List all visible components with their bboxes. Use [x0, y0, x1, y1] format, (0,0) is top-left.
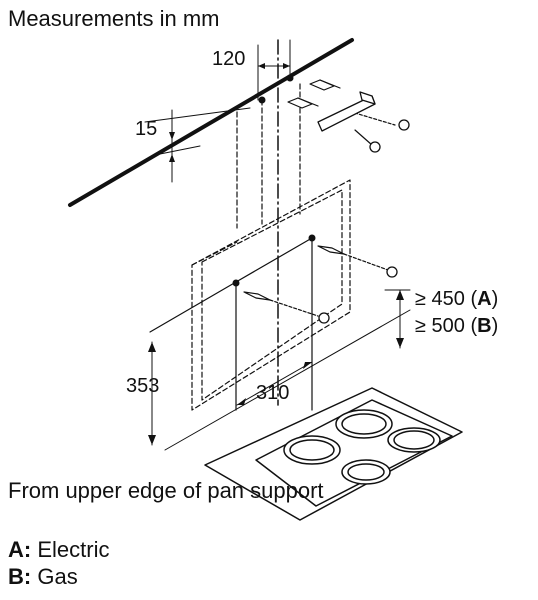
- dim-310-arrow: [237, 398, 246, 405]
- chimney-outline: [236, 83, 301, 229]
- dim-310-line: [236, 361, 313, 406]
- mount-point: [258, 96, 266, 104]
- cooktop: [204, 387, 463, 521]
- dim-15-arrow: [169, 132, 175, 140]
- hood-outline: [191, 179, 351, 411]
- legend-label: Gas: [37, 564, 78, 589]
- dim-electric-prefix: ≥ 450 (: [415, 288, 478, 310]
- lower-screw-heads: [318, 266, 398, 324]
- dim-120-arrow: [283, 63, 290, 69]
- mount-point: [308, 234, 316, 242]
- dim-353-arrow: [148, 342, 156, 352]
- dim-15-ext-top: [144, 107, 251, 123]
- legend-item: B: Gas: [8, 564, 78, 590]
- mount-point: [286, 74, 294, 82]
- diagram-title: Measurements in mm: [8, 6, 220, 31]
- dim-min-height-arrow: [396, 290, 404, 300]
- dim-15-ext-bottom: [159, 145, 201, 155]
- legend-label: Electric: [37, 537, 110, 562]
- dim-gas-label: ≥ 500 (B): [415, 315, 498, 338]
- legend-key: B:: [8, 564, 32, 589]
- top-bracket: [317, 91, 376, 132]
- ceiling-edge-line: [68, 38, 354, 207]
- mounting-marks: [149, 237, 313, 411]
- dim-310-arrow: [303, 362, 312, 369]
- dim-gas-prefix: ≥ 500 (: [415, 315, 478, 337]
- dim-electric-letter: A: [477, 288, 492, 310]
- dim-gas-suffix: ): [491, 315, 499, 337]
- dim-120-label: 120: [212, 48, 246, 70]
- dim-electric-label: ≥ 450 (A): [415, 288, 498, 311]
- dim-min-height-arrow: [396, 338, 404, 348]
- top-screw-heads: [369, 119, 410, 153]
- top-screws: [287, 79, 396, 146]
- dim-gas-letter: B: [477, 315, 492, 337]
- dim-310-label: 310: [256, 382, 290, 404]
- footnote: From upper edge of pan support: [8, 478, 324, 503]
- legend-key: A:: [8, 537, 32, 562]
- cooktop-ref-line: [164, 309, 411, 451]
- dim-120-arrow: [258, 63, 265, 69]
- dim-353-label: 353: [126, 375, 160, 397]
- lower-screws: [243, 245, 389, 317]
- mount-point: [232, 279, 240, 287]
- dim-353-arrow: [148, 435, 156, 445]
- dim-15-arrow: [169, 154, 175, 162]
- dim-15-label: 15: [135, 118, 158, 140]
- legend-item: A: Electric: [8, 537, 109, 563]
- dim-electric-suffix: ): [491, 288, 499, 310]
